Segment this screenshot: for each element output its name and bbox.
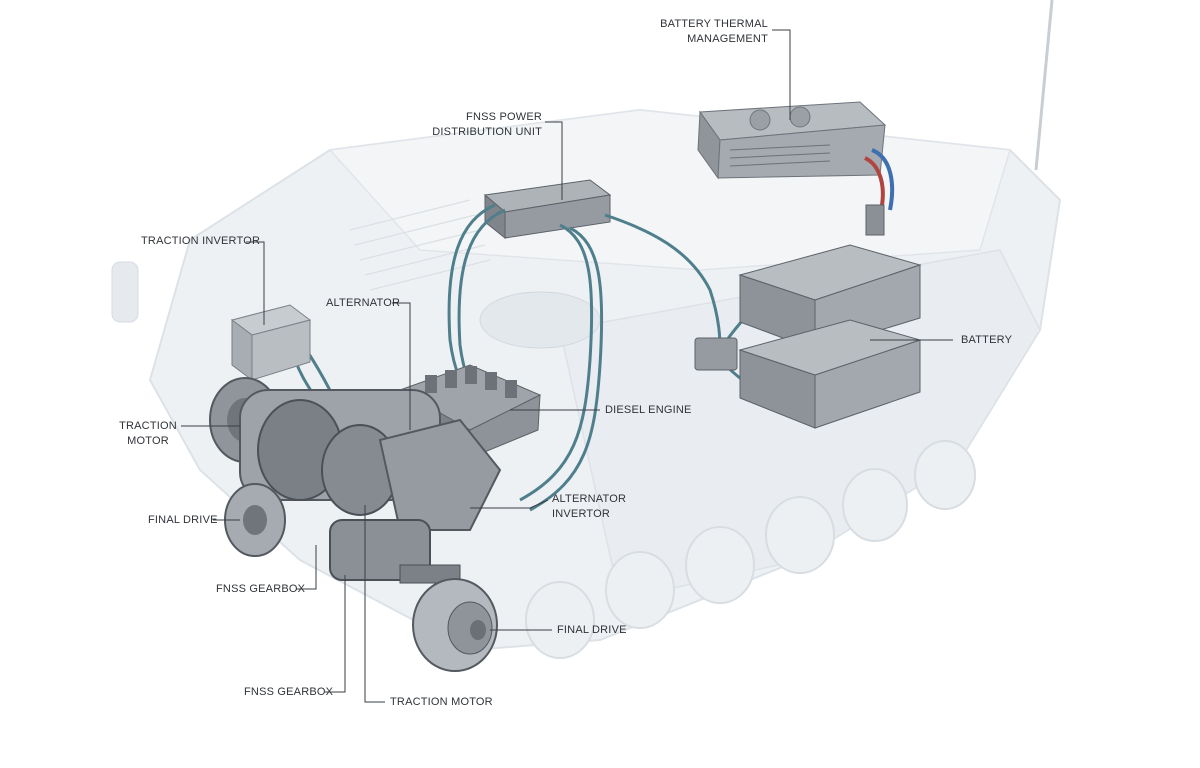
label-battery-thermal-management: BATTERY THERMAL MANAGEMENT — [660, 17, 768, 47]
leader-traction-invertor — [246, 241, 265, 325]
label-diesel-engine: DIESEL ENGINE — [605, 404, 692, 416]
label-alternator-invertor: ALTERNATOR INVERTOR — [552, 492, 626, 522]
label-final-drive-right: FINAL DRIVE — [557, 624, 627, 636]
label-traction-motor-left-line1: TRACTION — [119, 420, 177, 432]
label-traction-motor-left-line2: MOTOR — [127, 435, 169, 447]
leader-gearbox-upper — [296, 545, 317, 590]
leader-traction-motor-bottom — [364, 505, 385, 703]
label-alternator-invertor-line2: INVERTOR — [552, 508, 611, 520]
label-pdu-line2: DISTRIBUTION UNIT — [432, 126, 542, 138]
label-traction-invertor: TRACTION INVERTOR — [141, 235, 261, 247]
label-battery: BATTERY — [961, 334, 1013, 346]
label-traction-motor-bottom: TRACTION MOTOR — [390, 696, 493, 708]
battery-packs — [738, 244, 922, 429]
leader-pdu — [545, 121, 563, 200]
label-fnss-gearbox-upper: FNSS GEARBOX — [216, 583, 306, 595]
label-alternator: ALTERNATOR — [326, 297, 401, 309]
traction-invertor-unit — [230, 304, 312, 381]
leader-gearbox-lower — [325, 575, 346, 693]
battery-thermal-management-unit — [697, 101, 895, 236]
label-traction-motor-left: TRACTION MOTOR — [118, 419, 178, 449]
leader-battery-thermal — [772, 29, 791, 120]
label-final-drive-left: FINAL DRIVE — [148, 514, 218, 526]
leader-alternator-invertor — [470, 499, 549, 509]
label-battery-thermal-line1: BATTERY THERMAL — [660, 18, 768, 30]
leader-lines — [181, 29, 953, 703]
antenna — [1034, 0, 1054, 171]
label-fnss-power-distribution-unit: FNSS POWER DISTRIBUTION UNIT — [430, 110, 542, 140]
label-battery-thermal-line2: MANAGEMENT — [687, 33, 768, 45]
label-alternator-invertor-line1: ALTERNATOR — [552, 493, 627, 505]
label-pdu-line1: FNSS POWER — [466, 111, 542, 123]
label-fnss-gearbox-lower: FNSS GEARBOX — [244, 686, 334, 698]
drivetrain — [209, 377, 502, 672]
leader-alternator — [392, 302, 411, 430]
road-wheels — [525, 440, 976, 659]
vehicle-hull — [111, 108, 1062, 652]
junction-box — [694, 337, 738, 371]
